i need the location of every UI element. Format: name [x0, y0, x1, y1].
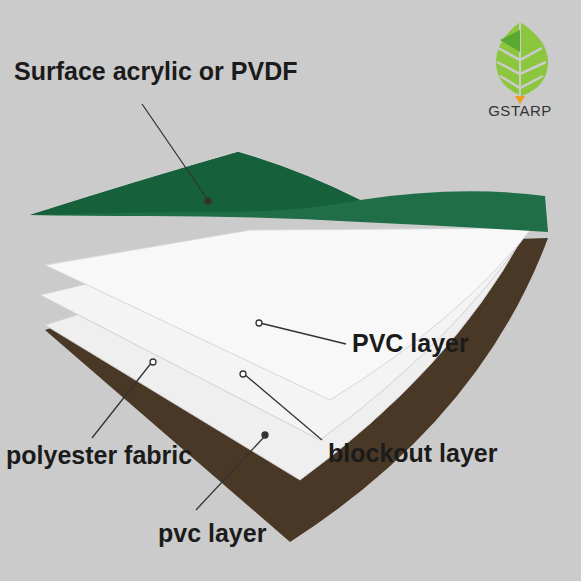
layer-name: PVC layer [352, 330, 469, 358]
layer-name: polyester fabric [6, 442, 192, 470]
layer-name: Surface acrylic or PVDF [14, 58, 297, 86]
logo-leaf [496, 22, 548, 104]
layer-name: blockout layer [328, 440, 498, 468]
logo-text: GSTARP [488, 103, 552, 120]
surface-green-layer [30, 152, 548, 232]
layer-name: pvc layer [158, 520, 266, 548]
